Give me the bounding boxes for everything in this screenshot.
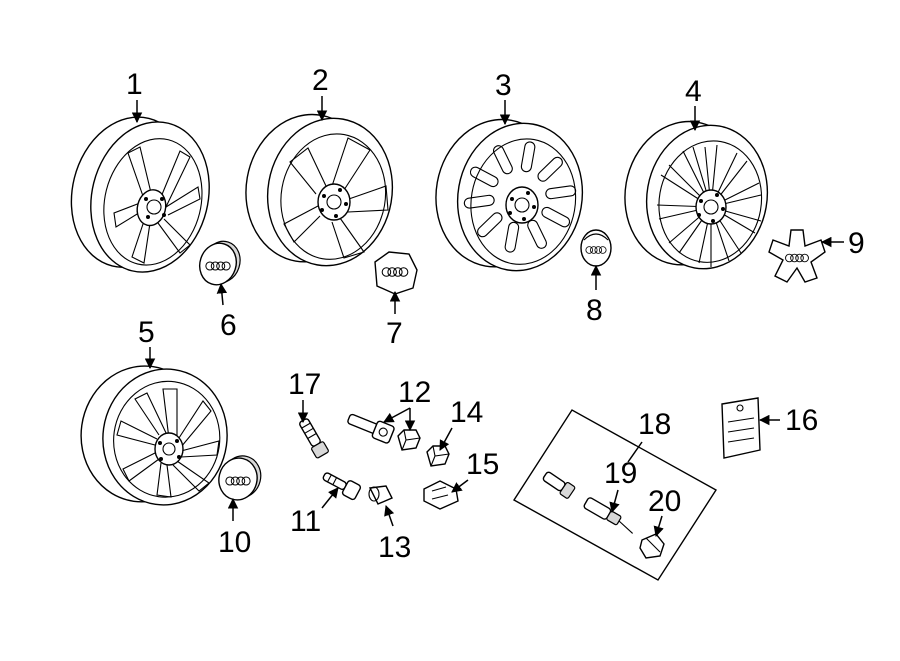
callout-6: 6 <box>220 309 237 342</box>
center-cap-9 <box>768 229 826 283</box>
callout-13: 13 <box>378 531 411 564</box>
callout-16: 16 <box>785 404 818 437</box>
valve-12 <box>347 413 395 444</box>
callout-4: 4 <box>685 75 702 108</box>
callout-10: 10 <box>218 526 251 559</box>
callout-2: 2 <box>312 64 329 97</box>
callout-5: 5 <box>138 316 155 349</box>
callout-11: 11 <box>290 505 321 538</box>
callout-3: 3 <box>495 69 512 102</box>
wheel-4 <box>624 120 769 270</box>
callout-18: 18 <box>638 408 671 441</box>
valve-11 <box>322 472 362 501</box>
center-cap-8 <box>580 229 612 267</box>
callout-17: 17 <box>288 368 321 401</box>
kit-16 <box>721 397 761 459</box>
callout-labels: 1 2 3 4 5 6 7 8 9 10 11 12 13 14 15 16 1… <box>126 64 865 564</box>
wheel-5 <box>80 365 228 506</box>
wheel-2 <box>245 113 394 267</box>
wheel-3 <box>435 118 584 272</box>
wheel-1 <box>70 116 210 273</box>
callout-15: 15 <box>466 448 499 481</box>
callout-20: 20 <box>648 485 681 518</box>
callout-12: 12 <box>398 376 431 409</box>
nut-12b <box>397 429 421 451</box>
callout-9: 9 <box>848 227 865 260</box>
callout-7: 7 <box>386 317 403 350</box>
center-cap-6 <box>198 240 241 286</box>
callout-8: 8 <box>586 294 603 327</box>
center-cap-7 <box>374 251 418 295</box>
cap-13 <box>368 485 393 505</box>
sensor-15 <box>423 480 459 510</box>
leader-lines <box>131 96 844 538</box>
kit-panel-18 <box>513 409 717 581</box>
callout-1: 1 <box>126 68 143 101</box>
callout-14: 14 <box>450 396 483 429</box>
nut-14 <box>426 445 450 467</box>
callout-19: 19 <box>604 457 637 490</box>
valve-17 <box>299 418 329 459</box>
